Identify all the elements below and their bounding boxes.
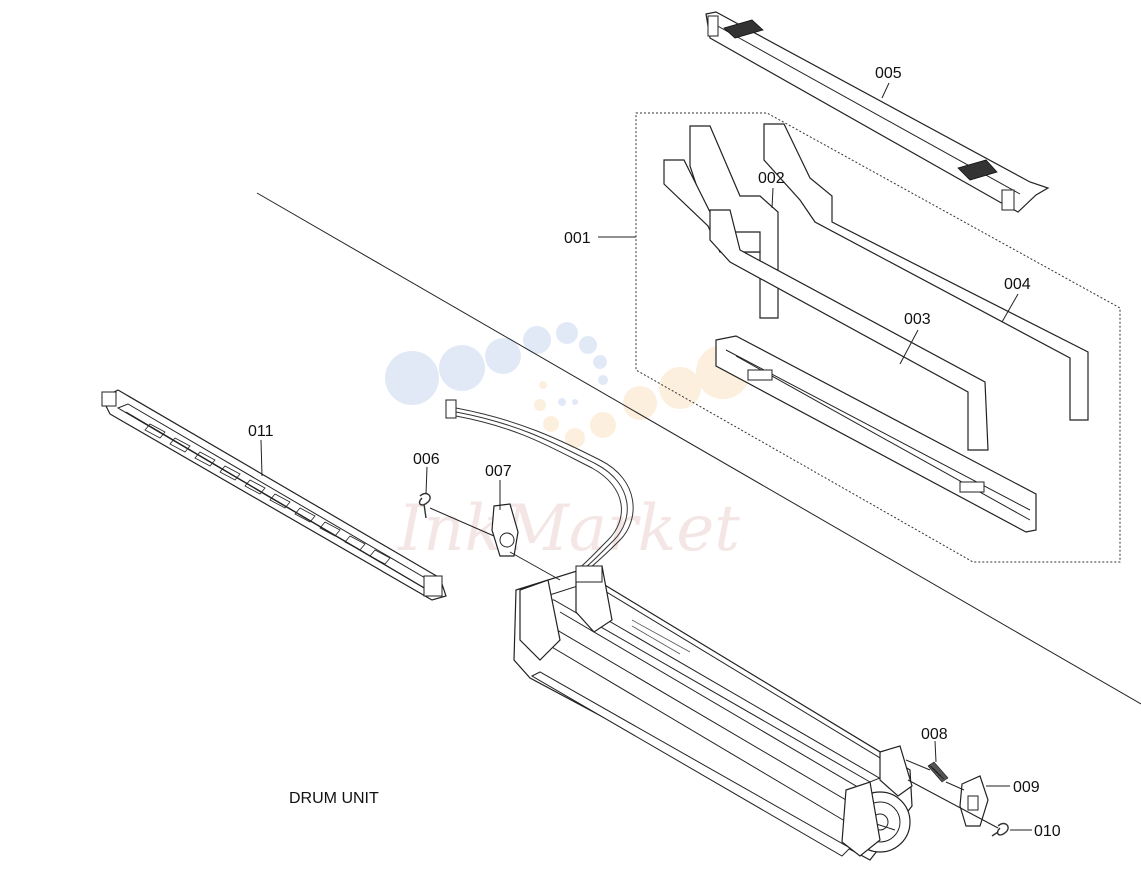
watermark: InkMarket: [385, 322, 750, 566]
part-labels: 001 002 003 004 005 006 007 008 009 010 …: [248, 65, 1061, 840]
part-007-bracket: [491, 503, 519, 557]
label-001: 001: [564, 230, 591, 247]
leader-lines: [260, 82, 1032, 831]
part-005-cover: [705, 11, 1050, 213]
part-006-spring: [418, 492, 431, 519]
label-009: 009: [1013, 779, 1040, 796]
part-003-flat-cable: [709, 209, 989, 451]
kit-outline: [635, 112, 1121, 563]
diagram-title: DRUM UNIT: [289, 790, 379, 807]
watermark-text: InkMarket: [397, 492, 740, 566]
part-011-bar: [101, 389, 447, 601]
label-006: 006: [413, 451, 440, 468]
label-003: 003: [904, 311, 931, 328]
label-002: 002: [758, 170, 785, 187]
part-003-rail: [715, 335, 1037, 533]
wire-harness: [445, 399, 634, 573]
separator-line: [256, 192, 1141, 705]
label-007: 007: [485, 463, 512, 480]
label-008: 008: [921, 726, 948, 743]
part-009-bracket: [959, 775, 989, 827]
part-002-flat-cable: [663, 125, 779, 319]
label-005: 005: [875, 65, 902, 82]
drum-unit-assembly: [513, 565, 913, 861]
label-004: 004: [1004, 276, 1031, 293]
label-010: 010: [1034, 823, 1061, 840]
part-010-spring: [991, 822, 1009, 837]
label-011: 011: [248, 423, 274, 440]
part-004-flat-cable: [763, 123, 1089, 421]
part-008-spring: [927, 761, 949, 783]
assembly-guide-lines: [429, 507, 999, 829]
